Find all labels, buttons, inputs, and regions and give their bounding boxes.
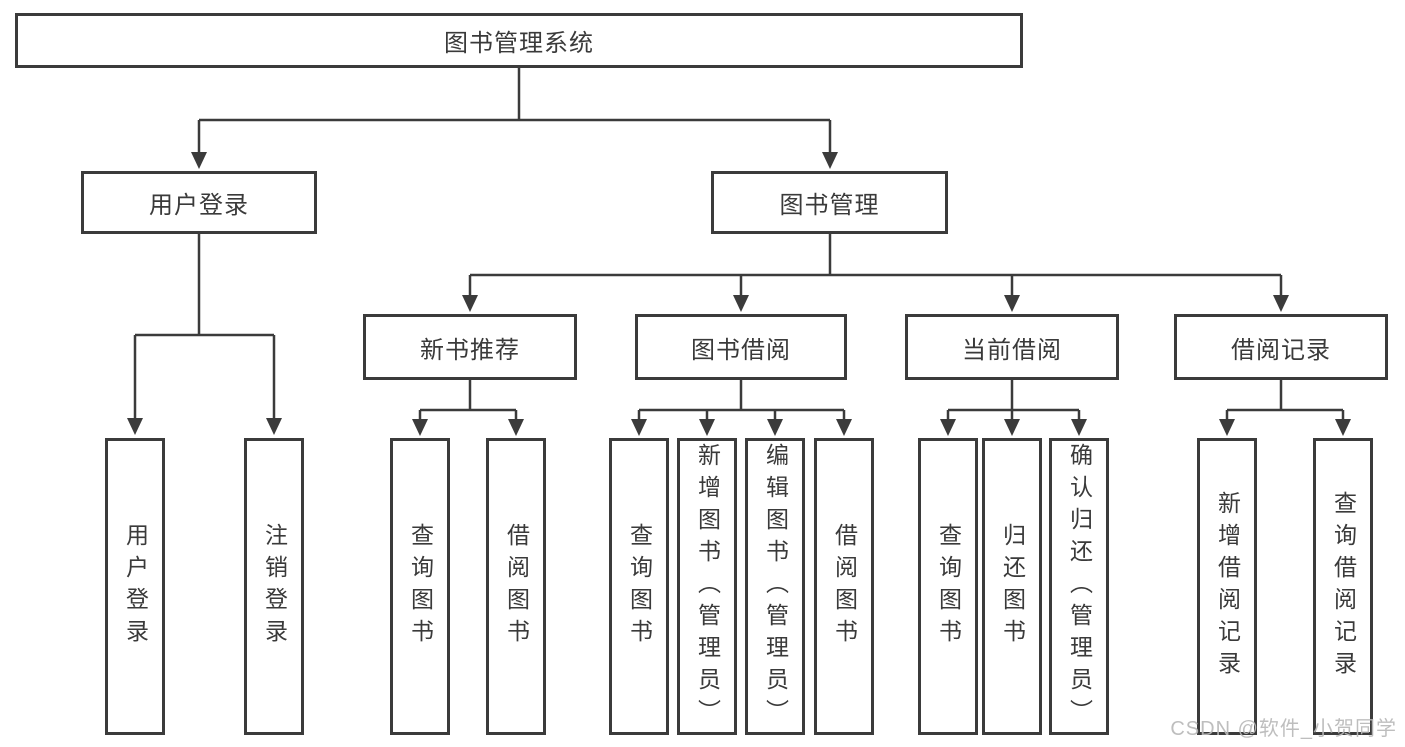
arrowhead-down-icon — [462, 295, 478, 312]
node-query-books-borrowing: 查询图书 — [609, 438, 669, 735]
node-label: 确认归还（管理员） — [1066, 442, 1093, 731]
node-label: 图书借阅 — [691, 336, 791, 364]
arrowhead-down-icon — [1071, 419, 1087, 436]
node-add-borrow-record: 新增借阅记录 — [1197, 438, 1257, 735]
node-logout: 注销登录 — [244, 438, 304, 735]
connector-borrowing-records — [1225, 379, 1345, 419]
node-label: 查询图书 — [626, 522, 653, 651]
node-new-book-recommend: 新书推荐 — [363, 314, 577, 380]
node-label: 图书管理 — [779, 192, 880, 219]
arrowhead-down-icon — [767, 419, 783, 436]
node-label: 用户登录 — [122, 522, 149, 651]
node-query-borrow-record: 查询借阅记录 — [1313, 438, 1373, 735]
node-book-borrowing: 图书借阅 — [635, 314, 847, 380]
node-query-books-current: 查询图书 — [918, 438, 978, 735]
node-root-label: 图书管理系统 — [444, 30, 594, 57]
node-label: 新书推荐 — [420, 336, 520, 364]
arrowhead-down-icon — [1273, 295, 1289, 312]
node-return-books: 归还图书 — [982, 438, 1042, 735]
arrowhead-down-icon — [836, 419, 852, 436]
arrowhead-down-icon — [822, 152, 838, 169]
arrowhead-down-icon — [412, 419, 428, 436]
node-edit-books-admin: 编辑图书（管理员） — [745, 438, 805, 735]
arrowhead-down-icon — [508, 419, 524, 436]
node-current-borrowing: 当前借阅 — [905, 314, 1119, 380]
node-label: 当前借阅 — [962, 336, 1062, 364]
connector-book-borrowing — [637, 379, 846, 419]
arrowhead-down-icon — [940, 419, 956, 436]
node-confirm-return-admin: 确认归还（管理员） — [1049, 438, 1109, 735]
connector-root — [197, 68, 832, 152]
node-label: 查询图书 — [407, 522, 434, 651]
arrowhead-down-icon — [1004, 419, 1020, 436]
connector-new-book-recommend — [418, 379, 518, 419]
node-label: 用户登录 — [149, 192, 249, 219]
node-label: 新增借阅记录 — [1214, 490, 1241, 683]
node-book-management: 图书管理 — [711, 171, 948, 234]
arrowhead-down-icon — [1335, 419, 1351, 436]
connector-book-management — [468, 233, 1283, 295]
arrowhead-down-icon — [127, 418, 143, 435]
node-add-books-admin: 新增图书（管理员） — [677, 438, 737, 735]
arrowhead-down-icon — [1004, 295, 1020, 312]
connector-current-borrowing — [946, 379, 1081, 419]
node-user-login-group: 用户登录 — [81, 171, 317, 234]
arrowhead-down-icon — [733, 295, 749, 312]
node-borrow-books-borrowing: 借阅图书 — [814, 438, 874, 735]
node-label: 借阅图书 — [503, 522, 530, 651]
node-root: 图书管理系统 — [15, 13, 1023, 68]
node-label: 注销登录 — [261, 522, 288, 651]
node-label: 查询借阅记录 — [1330, 490, 1357, 683]
node-borrow-books-recommend: 借阅图书 — [486, 438, 546, 735]
node-label: 查询图书 — [935, 522, 962, 651]
node-label: 新增图书（管理员） — [694, 442, 721, 731]
arrowhead-down-icon — [699, 419, 715, 436]
arrowhead-down-icon — [266, 418, 282, 435]
watermark: CSDN @软件_小贺同学 — [1170, 718, 1397, 740]
arrowheads — [127, 152, 1351, 436]
arrowhead-down-icon — [631, 419, 647, 436]
node-user-login: 用户登录 — [105, 438, 165, 735]
node-label: 归还图书 — [999, 522, 1026, 651]
node-borrowing-records: 借阅记录 — [1174, 314, 1388, 380]
node-label: 编辑图书（管理员） — [762, 442, 789, 731]
connector-user-login-group — [133, 233, 276, 418]
arrowhead-down-icon — [1219, 419, 1235, 436]
node-label: 借阅记录 — [1231, 336, 1331, 364]
node-label: 借阅图书 — [831, 522, 858, 651]
arrowhead-down-icon — [191, 152, 207, 169]
node-query-books-recommend: 查询图书 — [390, 438, 450, 735]
